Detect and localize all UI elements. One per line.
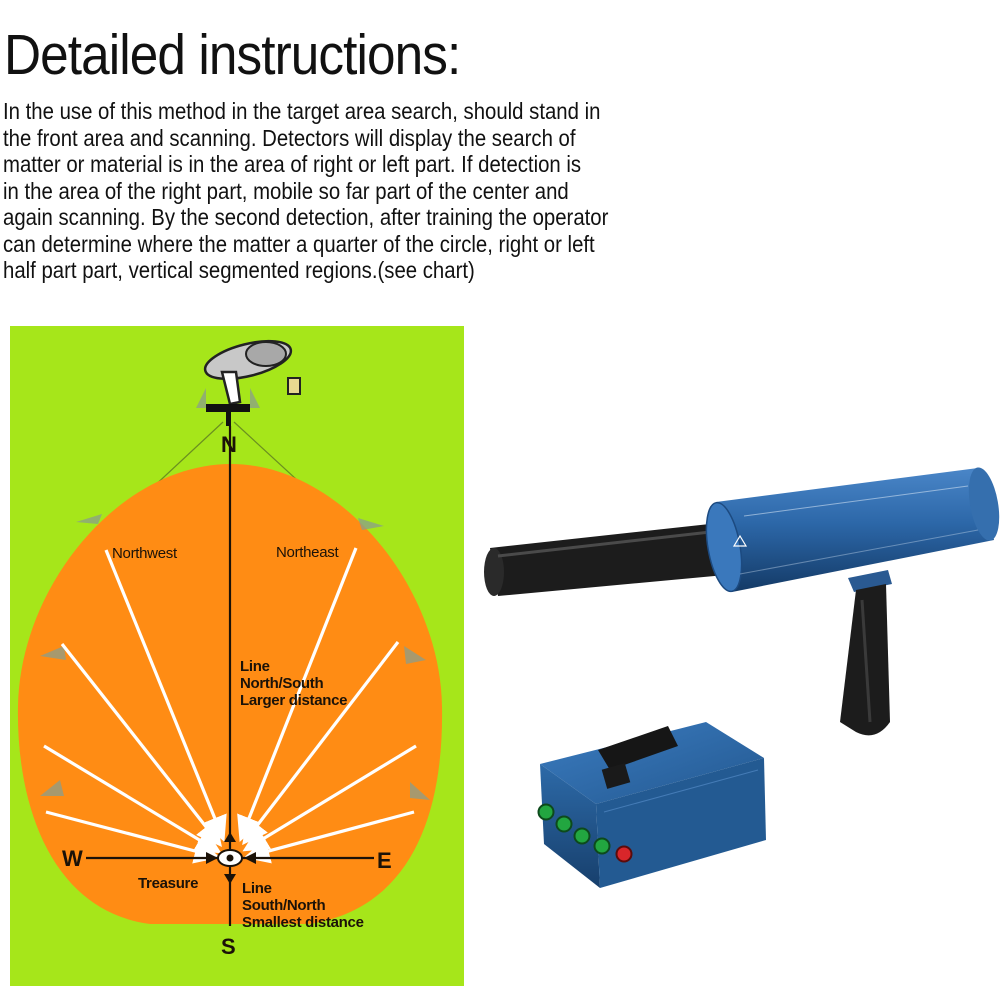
search-pattern-graphic [17, 339, 443, 926]
line-south-north-label: Line South/North Smallest distance [242, 880, 364, 931]
instructions-paragraph: In the use of this method in the target … [3, 98, 609, 284]
page-title: Detailed instructions: [4, 23, 461, 87]
axis-arrow [244, 852, 256, 864]
axis-arrow [224, 832, 236, 842]
instructions-line: matter or material is in the area of rig… [3, 151, 582, 177]
antenna-rod [484, 522, 736, 596]
operator-icon [203, 339, 301, 426]
line-ns-text: Line [240, 658, 270, 675]
northwest-label: Northwest [112, 545, 177, 562]
instructions-line: the front area and scanning. Detectors w… [3, 124, 576, 151]
instructions-line: In the use of this method in the target … [3, 98, 601, 124]
instructions-line: in the area of the right part, mobile so… [3, 177, 569, 204]
detector-tube [705, 467, 1000, 593]
instructions-line: half part part, vertical segmented regio… [3, 257, 475, 283]
detector-handle [840, 570, 892, 736]
west-label: W [62, 846, 83, 871]
treasure-label: Treasure [138, 875, 199, 892]
instructions-line: again scanning. By the second detection,… [3, 204, 609, 230]
instructions-line: can determine where the matter a quarter… [3, 230, 595, 257]
south-label: S [221, 934, 236, 959]
line-ns-text: Larger distance [240, 692, 348, 709]
line-ns-text: North/South [240, 675, 324, 692]
detector-product-image [478, 460, 1000, 900]
line-north-south-label: Line North/South Larger distance [240, 658, 348, 709]
control-knobs [537, 803, 633, 863]
treasure-target-icon [217, 849, 243, 867]
north-label: N [221, 432, 237, 457]
detector-product-graphic [484, 467, 1000, 888]
axis-arrow [206, 852, 218, 864]
control-box [540, 722, 766, 888]
northeast-label: Northeast [276, 544, 339, 561]
line-sn-text: Smallest distance [242, 914, 364, 931]
line-sn-text: Line [242, 880, 272, 897]
detector-silhouettes [40, 388, 430, 800]
axis-arrow [224, 874, 236, 884]
scan-rays [43, 547, 417, 864]
east-label: E [377, 848, 392, 873]
line-sn-text: South/North [242, 897, 326, 914]
search-pattern-diagram: N S W E Northwest Northeast Line North/S… [10, 326, 464, 986]
